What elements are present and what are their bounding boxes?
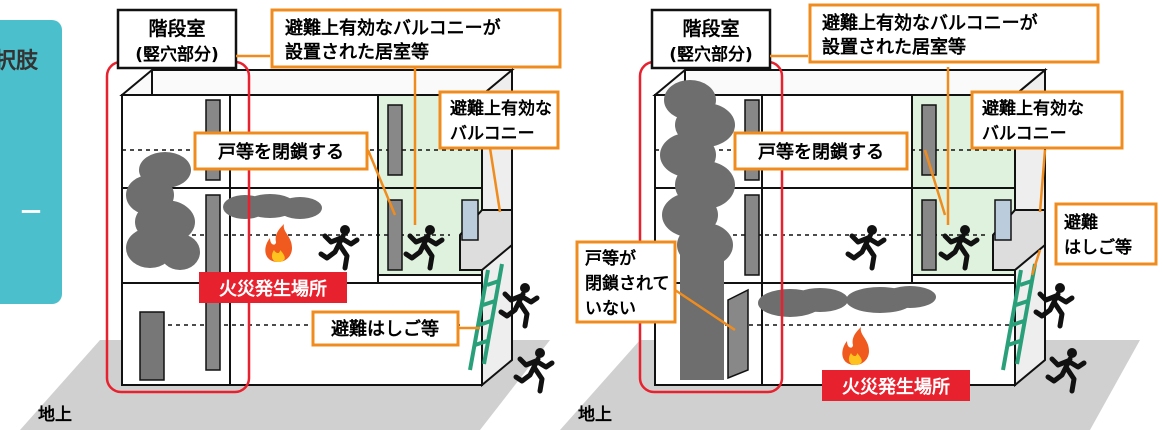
label-balcony: 避難上有効な バルコニー <box>438 90 560 150</box>
label-door-open: 戸等が 閉鎖されて いない <box>575 240 677 324</box>
balcony-label-1: 避難上有効な <box>450 98 552 119</box>
door-panel <box>744 194 760 276</box>
door-panel <box>387 104 403 176</box>
label-door-closed: 戸等を閉鎖する <box>733 131 909 171</box>
label-stairwell: 階段室 (竪穴部分) <box>650 8 772 70</box>
side-panel: 択肢 ー <box>0 20 62 304</box>
fire-label: 火災発生場所 <box>842 376 950 398</box>
balcony-room-label-1: 避難上有効なバルコニーが <box>822 12 1038 34</box>
door-panel <box>205 194 221 276</box>
balcony-room-label-1: 避難上有効なバルコニーが <box>285 17 501 39</box>
stair-opening <box>139 311 165 381</box>
label-ladder: 避難はしご等 <box>311 310 460 347</box>
diagram-right: 階段室 (竪穴部分) 避難上有効なバルコニーが 設置された居室等 避難上有効な … <box>560 3 1158 430</box>
balcony-window <box>461 199 479 241</box>
door-closed-label: 戸等を閉鎖する <box>758 141 884 163</box>
balcony-room-label-2: 設置された居室等 <box>822 36 966 58</box>
ladder-label: 避難はしご等 <box>331 318 439 340</box>
door-open-label-3: いない <box>585 299 636 319</box>
ground-label: 地上 <box>578 404 612 425</box>
door-closed-label: 戸等を閉鎖する <box>218 141 344 163</box>
door-panel-open <box>727 288 749 380</box>
label-fire: 火災発生場所 <box>199 272 347 303</box>
stairwell-label: 階段室 <box>148 17 205 40</box>
stairwell-label: 階段室 <box>682 17 739 40</box>
label-door-closed: 戸等を閉鎖する <box>193 131 369 171</box>
stairwell-sub-label: (竪穴部分) <box>669 44 753 65</box>
fire-label: 火災発生場所 <box>219 278 327 300</box>
balcony-label-2: バルコニー <box>450 124 535 144</box>
side-panel-text-1: 択肢 <box>0 49 39 74</box>
balcony-label-2: バルコニー <box>982 124 1067 144</box>
escape-ladder <box>468 263 504 371</box>
balcony-label-1: 避難上有効な <box>982 98 1084 119</box>
door-open-label-2: 閉鎖されて <box>585 273 670 294</box>
label-balcony-room: 避難上有効なバルコニーが 設置された居室等 <box>808 3 1100 64</box>
door-panel <box>921 104 937 176</box>
stairwell-sub-label: (竪穴部分) <box>135 44 219 65</box>
escape-ladder <box>1001 263 1037 371</box>
label-balcony-room: 避難上有効なバルコニーが 設置された居室等 <box>270 8 562 69</box>
label-ladder: 避難 はしご等 <box>1054 202 1158 266</box>
side-panel-text-2: ー <box>20 201 42 226</box>
door-panel <box>387 199 403 271</box>
door-panel <box>921 199 937 271</box>
balcony-window <box>994 199 1012 241</box>
ladder-label-1: 避難 <box>1064 212 1098 233</box>
balcony-room-label-2: 設置された居室等 <box>285 41 429 63</box>
label-fire: 火災発生場所 <box>822 370 970 401</box>
label-stairwell: 階段室 (竪穴部分) <box>116 8 238 70</box>
ladder-label-2: はしご等 <box>1064 237 1132 258</box>
smoke-cloud <box>126 152 322 270</box>
ground-label: 地上 <box>38 404 72 425</box>
label-balcony: 避難上有効な バルコニー <box>970 90 1124 150</box>
diagram-left: 階段室 (竪穴部分) 避難上有効なバルコニーが 設置された居室等 避難上有効な … <box>20 8 562 430</box>
door-open-label-1: 戸等が <box>585 248 636 269</box>
